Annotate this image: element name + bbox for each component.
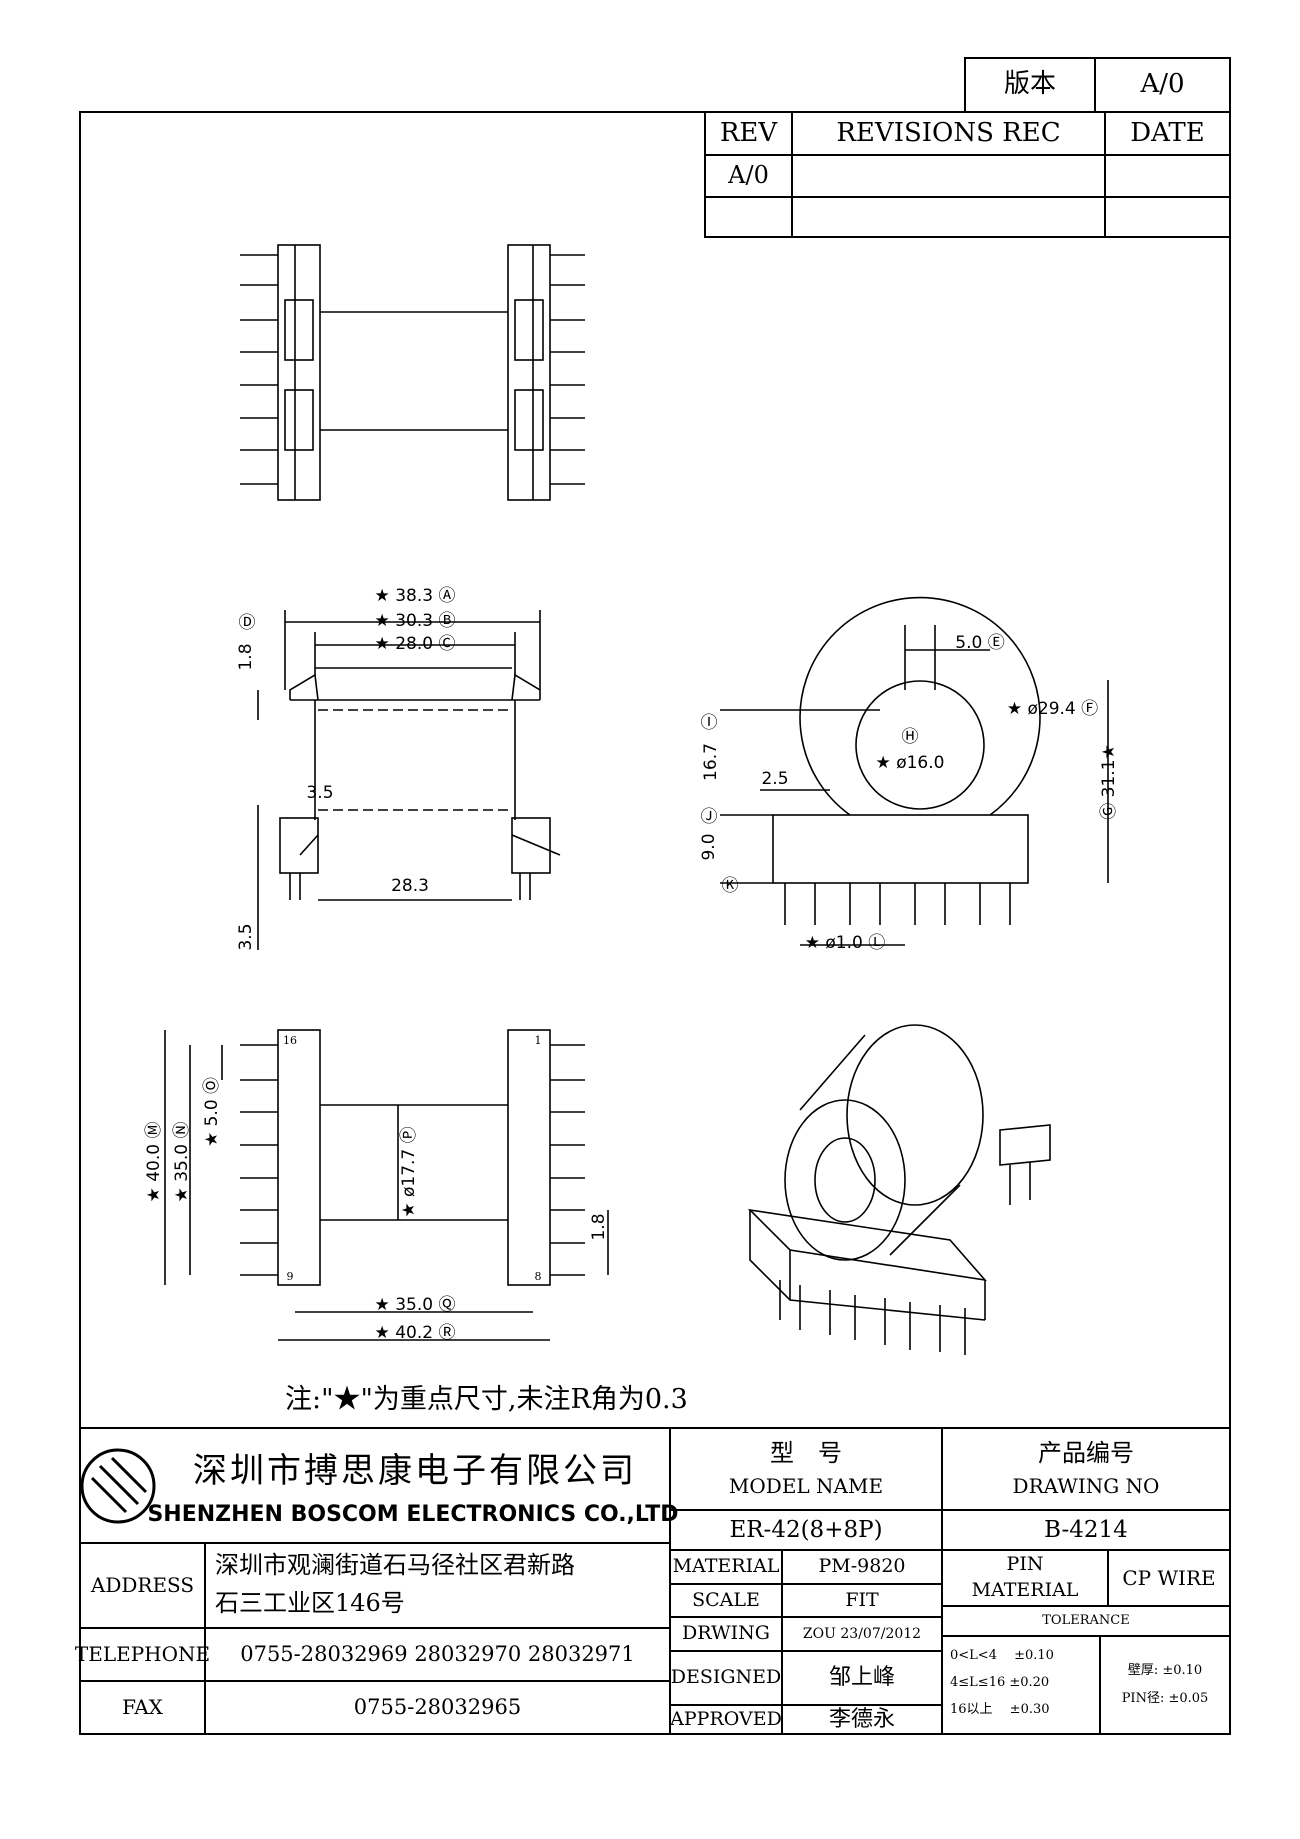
dim-j: 9.0: [699, 833, 720, 861]
pin-diameter-tolerance: PIN径: ±0.05: [1121, 1690, 1209, 1706]
dim-j-mark: Ⓙ: [700, 807, 718, 828]
material-label: MATERIAL: [672, 1555, 780, 1578]
model-en: MODEL NAME: [728, 1473, 884, 1498]
model-value: ER-42(8+8P): [729, 1516, 883, 1543]
scale-label: SCALE: [692, 1588, 760, 1611]
dim-b: ★ 30.3 Ⓑ: [374, 611, 456, 632]
material-value: PM-9820: [818, 1555, 906, 1578]
tolerance-label: TOLERANCE: [1042, 1612, 1130, 1628]
dim-d-mark: Ⓓ: [238, 613, 256, 634]
dim-d: 1.8: [236, 643, 257, 671]
top-view: [240, 244, 585, 501]
drwing-value: ZOU 23/07/2012: [802, 1625, 922, 1642]
dim-i-mark: Ⓘ: [700, 713, 718, 734]
fax-value: 0755-28032965: [353, 1695, 522, 1720]
rev-header: REV: [719, 117, 778, 148]
address-label: ADDRESS: [90, 1573, 195, 1597]
side-view: [720, 596, 1109, 946]
drawing-cn: 产品编号: [1038, 1439, 1134, 1468]
dim-o: ★ 5.0 Ⓞ: [202, 1076, 223, 1148]
dim-q: ★ 35.0 Ⓠ: [374, 1295, 456, 1316]
dim-r: ★ 40.2 Ⓡ: [374, 1323, 456, 1344]
drwing-label: DRWING: [682, 1622, 770, 1645]
company-logo: [80, 1448, 156, 1524]
dim-flange: 3.5: [306, 783, 334, 804]
tolerance-1: 0<L<4 ±0.10: [950, 1647, 1054, 1663]
drawing-en: DRAWING NO: [1012, 1473, 1160, 1498]
front-view: [257, 610, 561, 950]
dim-k-mark: Ⓚ: [721, 876, 739, 897]
dim-g: Ⓖ 31.1★: [1099, 744, 1120, 820]
company-name-cn: 深圳市搏思康电子有限公司: [193, 1451, 637, 1492]
fax-label: FAX: [122, 1695, 163, 1719]
telephone-value: 0755-28032969 28032970 28032971: [240, 1642, 635, 1667]
dim-h: ★ ø16.0: [875, 753, 945, 774]
dim-bottom: 28.3: [391, 876, 429, 897]
scale-value: FIT: [845, 1588, 879, 1611]
dim-l: ★ ø1.0 Ⓛ: [804, 933, 886, 954]
model-cn: 型 号: [770, 1439, 842, 1468]
drawing-note: 注:"★"为重点尺寸,未注R角为0.3: [285, 1384, 688, 1416]
dim-n: ★ 35.0 Ⓝ: [172, 1121, 193, 1203]
date-header: DATE: [1130, 117, 1205, 148]
dim-c: ★ 28.0 Ⓒ: [374, 634, 456, 655]
pin-label-9: 9: [286, 1269, 294, 1283]
drawing-value: B-4214: [1044, 1516, 1128, 1543]
pin-material-label-1: PIN: [1006, 1553, 1044, 1576]
revisions-rec-header: REVISIONS REC: [836, 117, 1061, 148]
pin-label-1: 1: [534, 1033, 542, 1047]
version-value: A/0: [1140, 69, 1185, 100]
dim-i: 16.7: [701, 743, 722, 781]
tolerance-3: 16以上 ±0.30: [950, 1701, 1050, 1717]
address-line1: 深圳市观澜街道石马径社区君新路: [215, 1551, 575, 1580]
version-label: 版本: [1003, 69, 1056, 100]
dim-k: 2.5: [761, 769, 789, 790]
tolerance-2: 4≤L≤16 ±0.20: [950, 1674, 1050, 1690]
dim-a: ★ 38.3 Ⓐ: [374, 586, 456, 607]
company-name-en: SHENZHEN BOSCOM ELECTRONICS CO.,LTD: [147, 1502, 679, 1528]
isometric-view: [747, 1024, 1051, 1355]
pin-label-16: 16: [283, 1033, 297, 1047]
address-line2: 石三工业区146号: [215, 1589, 405, 1618]
dim-pin-len: 3.5: [236, 923, 257, 951]
dim-h-mark: Ⓗ: [901, 727, 919, 748]
pin-label-8: 8: [534, 1269, 542, 1283]
approved-value: 李德永: [828, 1706, 895, 1732]
wall-tolerance: 壁厚: ±0.10: [1127, 1662, 1203, 1678]
pin-material-label-2: MATERIAL: [971, 1579, 1079, 1602]
bottom-view: [164, 1029, 609, 1341]
rev-row-1: A/0: [728, 161, 769, 190]
designed-label: DESIGNED: [670, 1666, 782, 1689]
pin-material-value: CP WIRE: [1122, 1565, 1216, 1590]
dim-p: ★ ø17.7 Ⓟ: [399, 1126, 420, 1218]
approved-label: APPROVED: [670, 1707, 782, 1730]
telephone-label: TELEPHONE: [74, 1642, 211, 1666]
dim-f: ★ ø29.4 Ⓕ: [1006, 699, 1099, 720]
designed-value: 邹上峰: [828, 1665, 895, 1691]
dim-s: 1.8: [589, 1213, 610, 1241]
dim-m: ★ 40.0 Ⓜ: [144, 1121, 165, 1203]
sheet-border: [79, 111, 1231, 1735]
dim-e: 5.0 Ⓔ: [955, 633, 1005, 654]
title-block-grid: [80, 1427, 1230, 1734]
